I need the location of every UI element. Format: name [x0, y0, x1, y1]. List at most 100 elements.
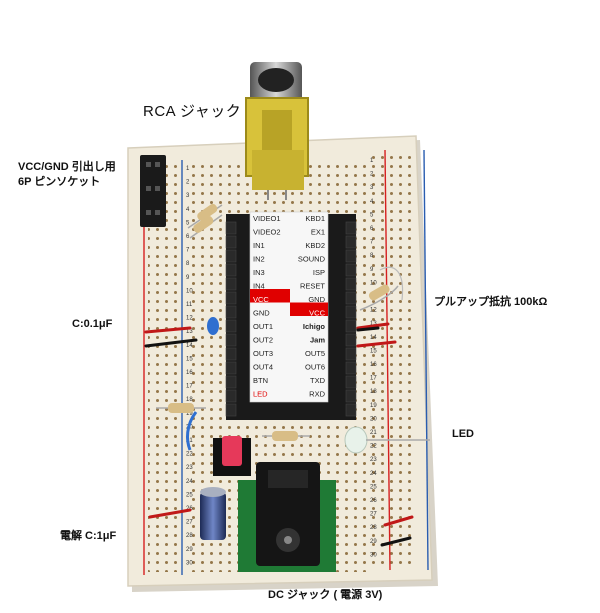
chip-pin-label-right: OUT6: [305, 363, 325, 372]
row-number: 3: [370, 185, 374, 191]
row-number: 1: [370, 158, 374, 164]
row-numbers-left: 1234567891011121314151617181920212223242…: [186, 166, 193, 566]
chip-pin-label-left: OUT4: [253, 363, 273, 372]
row-number: 25: [370, 484, 377, 490]
chip-pin-label-right: VCC: [309, 309, 325, 318]
row-number: 23: [370, 457, 377, 463]
row-number: 5: [370, 212, 374, 218]
pullup-resistor-label: プルアップ抵抗 100kΩ: [434, 296, 548, 308]
chip-pin-label-right: Jam: [310, 336, 325, 345]
row-number: 8: [370, 253, 374, 259]
row-number: 21: [186, 438, 193, 444]
dc-jack-label: DC ジャック ( 電源 3V): [268, 589, 383, 601]
row-number: 24: [370, 471, 377, 477]
row-number: 10: [186, 288, 193, 294]
row-number: 2: [186, 180, 190, 186]
chip-pin-label-right: KBD1: [305, 214, 325, 223]
chip-pin-label-left: IN3: [253, 268, 265, 277]
chip-pin-label-left: VIDEO2: [253, 228, 281, 237]
row-number: 15: [186, 356, 193, 362]
row-number: 13: [186, 329, 193, 335]
row-number: 20: [370, 416, 377, 422]
chip-pin-label-right: RXD: [309, 390, 325, 399]
row-number: 19: [370, 403, 377, 409]
row-number: 13: [370, 321, 377, 327]
row-number: 21: [370, 430, 377, 436]
row-number: 9: [186, 275, 190, 281]
rca-jack-label: RCA ジャック: [143, 103, 242, 120]
chip-pin-label-right: SOUND: [298, 255, 326, 264]
row-number: 26: [370, 498, 377, 504]
resistor-top: [187, 203, 223, 239]
row-number: 7: [370, 240, 374, 246]
chip-pin-label-left: VIDEO1: [253, 214, 281, 223]
row-number: 16: [186, 370, 193, 376]
row-number: 18: [186, 397, 193, 403]
row-number: 22: [370, 444, 377, 450]
chip-pin-label-right: KBD2: [305, 241, 325, 250]
chip-pin-label-left: LED: [253, 390, 268, 399]
row-number: 6: [370, 226, 374, 232]
vcc-gnd-highlight: [250, 289, 290, 303]
row-number: 6: [186, 234, 190, 240]
row-number: 7: [186, 248, 190, 254]
rail-line-right-blue: [423, 149, 429, 571]
row-number: 29: [370, 539, 377, 545]
led: [344, 426, 430, 454]
rca-jack: [245, 62, 309, 200]
jumper-wires: [144, 322, 414, 547]
row-number: 12: [186, 316, 193, 322]
chip-pin-label-right: Ichigo: [303, 322, 326, 331]
chip-pin-label-right: ISP: [313, 268, 325, 277]
pin-socket-6p: [140, 155, 166, 227]
row-number: 14: [370, 335, 377, 341]
row-number: 28: [186, 533, 193, 539]
chip-pin-label-left: GND: [253, 309, 270, 318]
push-button: [213, 436, 251, 476]
row-number: 30: [370, 552, 377, 558]
row-number: 28: [370, 525, 377, 531]
row-number: 29: [186, 547, 193, 553]
row-number: 10: [370, 280, 377, 286]
row-number: 14: [186, 343, 193, 349]
rail-line-right-red: [384, 149, 391, 571]
chip-pin-label-left: OUT3: [253, 349, 273, 358]
chip-pin-label-right: EX1: [311, 228, 325, 237]
row-number: 19: [186, 411, 193, 417]
chip-pin-label-right: TXD: [310, 376, 326, 385]
pullup-resistor: [359, 284, 399, 311]
electrolytic-capacitor: [200, 487, 226, 540]
row-numbers-right: 1234567891011121314151617181920212223242…: [370, 158, 377, 558]
row-number: 9: [370, 267, 374, 273]
row-number: 11: [186, 302, 193, 308]
row-number: 8: [186, 261, 190, 267]
row-number: 23: [186, 465, 193, 471]
pin-socket-label-line1: VCC/GND 引出し用: [18, 161, 116, 173]
row-number: 4: [186, 207, 190, 213]
chip-pin-label-right: GND: [308, 295, 325, 304]
row-number: 27: [186, 520, 193, 526]
chip-pin-label-right: RESET: [300, 282, 325, 291]
chip-pin-label-left: IN2: [253, 255, 265, 264]
chip-pin-label-left: BTN: [253, 376, 268, 385]
chip-pin-label-left: OUT2: [253, 336, 273, 345]
ceramic-capacitor: [207, 317, 219, 335]
chip-pin-label-left: VCC: [253, 295, 269, 304]
gnd-vcc-highlight: [290, 302, 328, 316]
pin-socket-label-line2: 6P ピンソケット: [18, 176, 101, 188]
chip-pin-label-left: IN4: [253, 282, 265, 291]
resistor-lower: [156, 403, 310, 451]
row-number: 27: [370, 512, 377, 518]
pin-socket-label: VCC/GND 引出し用 6P ピンソケット: [18, 160, 116, 190]
electrolytic-capacitor-label: 電解 C:1μF: [60, 530, 117, 542]
chip-left-labels: VIDEO1VIDEO2IN1IN2IN3IN4VCCGNDOUT1OUT2OU…: [253, 214, 281, 399]
chip-pin-label-left: IN1: [253, 241, 265, 250]
row-number: 17: [370, 376, 377, 382]
row-number: 12: [370, 308, 377, 314]
row-number: 15: [370, 348, 377, 354]
row-number: 2: [370, 172, 374, 178]
ceramic-capacitor-label: C:0.1μF: [72, 318, 113, 330]
row-number: 22: [186, 452, 193, 458]
